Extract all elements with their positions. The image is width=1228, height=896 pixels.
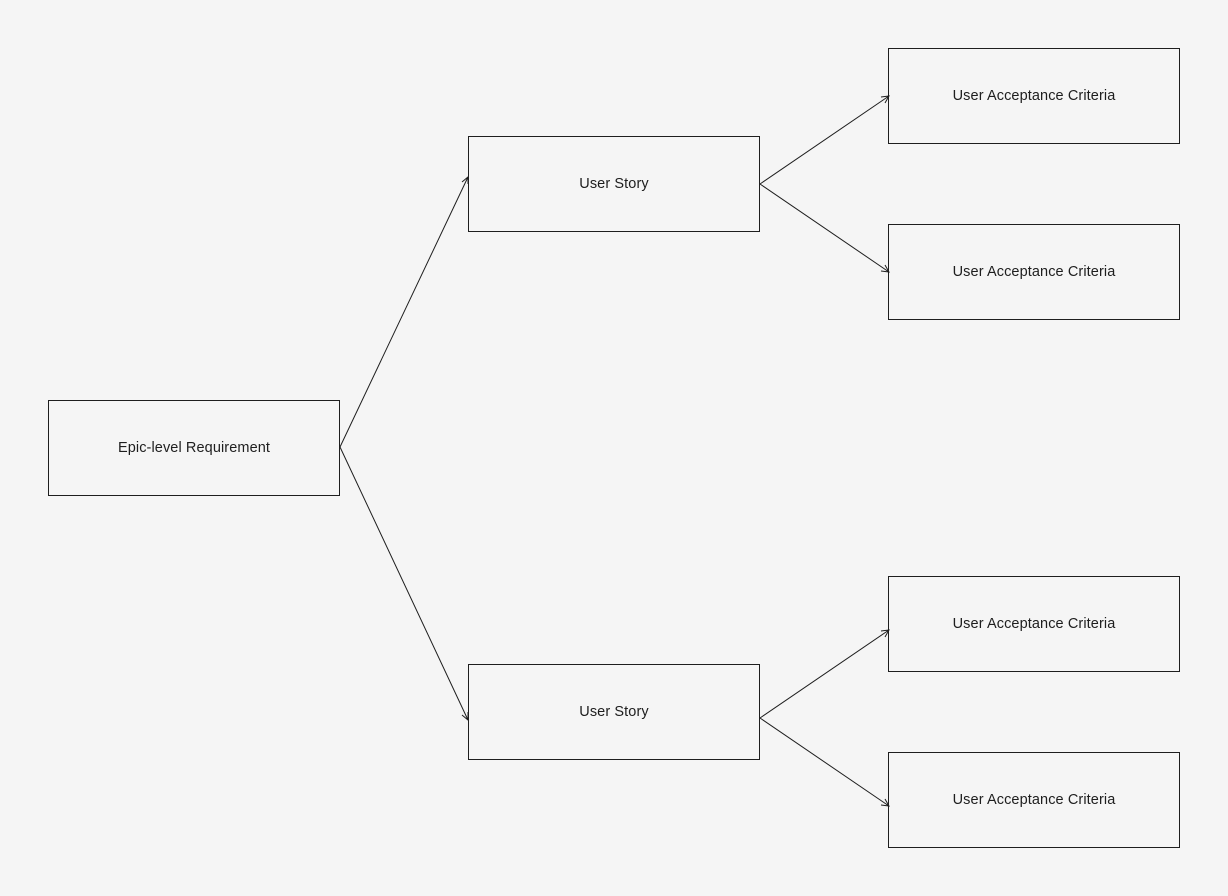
acceptance-criteria-box: User Acceptance Criteria (888, 224, 1180, 320)
acceptance-criteria-label: User Acceptance Criteria (952, 616, 1116, 632)
arrow-story-1-to-criteria-2 (759, 183, 890, 273)
epic-requirement-box: Epic-level Requirement (48, 400, 340, 496)
user-story-box: User Story (468, 136, 760, 232)
user-story-label: User Story (579, 176, 649, 192)
acceptance-criteria-box: User Acceptance Criteria (888, 752, 1180, 848)
arrow-story-2-to-criteria-2 (759, 717, 890, 807)
acceptance-criteria-label: User Acceptance Criteria (952, 88, 1116, 104)
acceptance-criteria-box: User Acceptance Criteria (888, 48, 1180, 144)
epic-requirement-label: Epic-level Requirement (117, 440, 271, 456)
acceptance-criteria-box: User Acceptance Criteria (888, 576, 1180, 672)
acceptance-criteria-label: User Acceptance Criteria (952, 792, 1116, 808)
arrow-epic-to-story-1 (339, 175, 469, 448)
arrow-story-1-to-criteria-1 (759, 95, 890, 185)
user-story-label: User Story (579, 704, 649, 720)
acceptance-criteria-label: User Acceptance Criteria (952, 264, 1116, 280)
user-story-box: User Story (468, 664, 760, 760)
arrow-epic-to-story-2 (339, 446, 469, 722)
arrow-story-2-to-criteria-1 (759, 629, 890, 719)
